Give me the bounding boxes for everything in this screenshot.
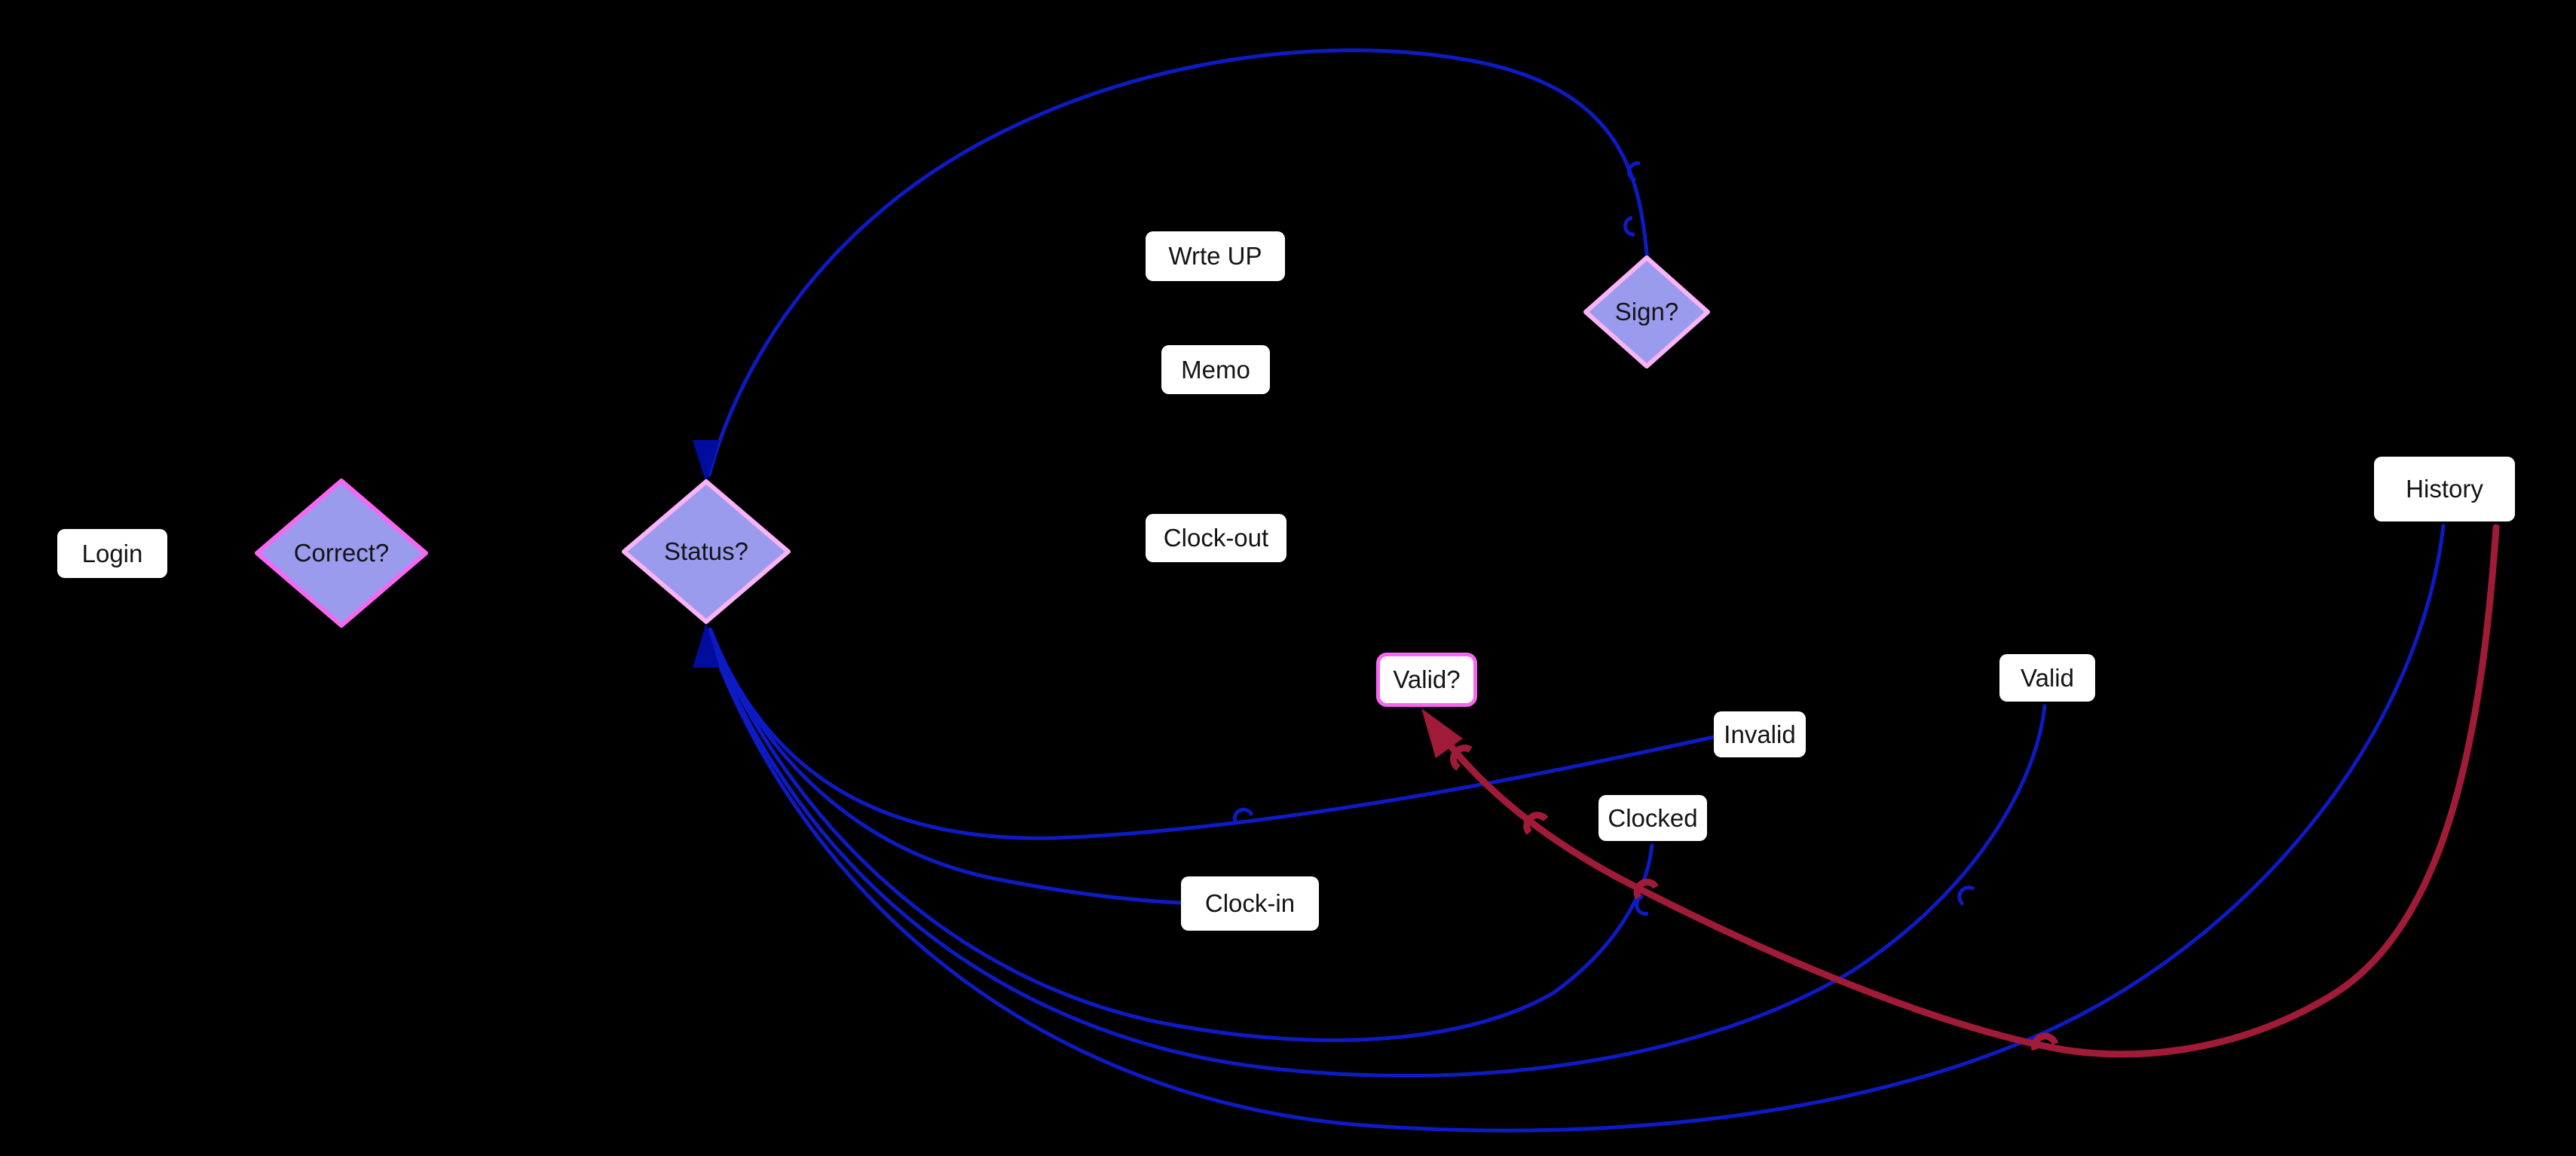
node-invalid-label: Invalid [1724,720,1796,748]
node-wrte-up-label: Wrte UP [1168,242,1262,270]
edge-hop [1627,161,1641,182]
edge-hop [1523,812,1549,835]
node-login[interactable]: Login [57,529,167,578]
node-valid-label: Valid [2021,663,2074,692]
edge-hop [1450,745,1473,771]
edge-invalid-to-status [708,628,1716,840]
edge-history-to-validq [1428,524,2500,1058]
node-clock-in-label: Clock-in [1204,889,1296,917]
node-history-label: History [2406,475,2483,503]
arrowhead-into-status-bottom [693,622,720,668]
edge-clockin-to-status [708,627,1183,905]
edge-hop [1635,894,1649,916]
edge-hop [1623,216,1635,237]
node-clock-in[interactable]: Clock-in [1181,876,1319,931]
node-valid-q[interactable]: Valid? [1376,653,1477,707]
node-valid-q-label: Valid? [1393,665,1461,693]
node-login-label: Login [81,539,143,567]
node-history[interactable]: History [2374,457,2515,521]
node-sign-shape[interactable] [1583,255,1710,369]
node-status-shape[interactable] [622,479,791,624]
node-wrte-up[interactable]: Wrte UP [1146,231,1285,281]
arrowhead-into-status-top [693,440,720,484]
edge-gap-artifact [1127,59,1165,80]
edge-hop [1633,879,1659,900]
edge-history-to-status [705,524,2446,1133]
edge-sign-to-status [707,48,1650,477]
edge-hop [1957,885,1975,907]
node-memo-label: Memo [1181,355,1250,384]
node-clock-out[interactable]: Clock-out [1146,514,1286,562]
node-invalid[interactable]: Invalid [1714,711,1806,757]
node-memo[interactable]: Memo [1161,345,1270,394]
edge-hop [2030,1032,2059,1051]
edge-clocked-to-status [707,629,1654,1042]
arrowhead-into-validq [1421,708,1463,758]
node-valid[interactable]: Valid [1999,654,2095,702]
node-clocked[interactable]: Clocked [1599,795,1707,841]
node-clocked-label: Clocked [1608,803,1698,832]
edge-hop [1232,807,1254,822]
edge-valid-to-status [706,631,2047,1078]
node-correct-shape[interactable] [255,479,428,628]
node-clock-out-label: Clock-out [1163,524,1269,552]
